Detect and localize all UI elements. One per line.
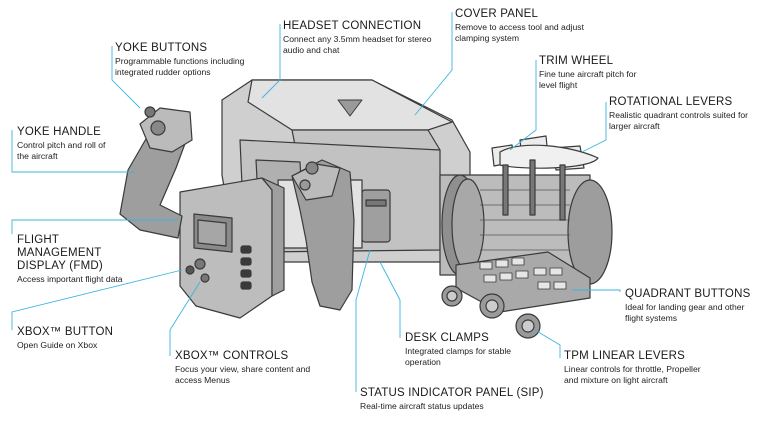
callout-headset-connection: HEADSET CONNECTION Connect any 3.5mm hea…: [283, 20, 438, 56]
callout-xbox-button: XBOX™ BUTTON Open Guide on Xbox: [17, 326, 137, 351]
callout-title: QUADRANT BUTTONS: [625, 288, 751, 300]
callout-title: XBOX™ BUTTON: [17, 326, 114, 338]
brand-logo-icon: [337, 99, 363, 117]
callout-desc: Integrated clamps for stable operation: [405, 346, 512, 367]
callout-title: TPM LINEAR LEVERS: [564, 350, 685, 362]
callout-rotational-levers: ROTATIONAL LEVERS Realistic quadrant con…: [609, 96, 754, 132]
callout-desc: Remove to access tool and adjust clampin…: [455, 22, 584, 43]
tpm-lever-knobs: [441, 285, 541, 339]
callout-desc: Access important flight data: [17, 274, 123, 284]
callout-desc: Linear controls for throttle, Propeller …: [564, 364, 701, 385]
sip-buttons: [240, 245, 252, 290]
callout-yoke-handle: YOKE HANDLE Control pitch and roll of th…: [17, 126, 117, 162]
callout-title: YOKE HANDLE: [17, 126, 102, 138]
callout-desc: Real-time aircraft status updates: [360, 401, 484, 411]
callout-desc: Realistic quadrant controls suited for l…: [609, 110, 749, 131]
desk-clamp: [361, 189, 391, 243]
callout-yoke-buttons: YOKE BUTTONS Programmable functions incl…: [115, 42, 265, 78]
leader-lines: [11, 12, 621, 392]
yoke-hat-switch-icon: [144, 106, 156, 118]
callout-title: STATUS INDICATOR PANEL (SIP): [360, 387, 544, 399]
callout-title: ROTATIONAL LEVERS: [609, 96, 733, 108]
callout-title: DESK CLAMPS: [405, 332, 490, 344]
callout-desk-clamps: DESK CLAMPS Integrated clamps for stable…: [405, 332, 515, 368]
callout-desc: Control pitch and roll of the aircraft: [17, 140, 106, 161]
callout-title: FLIGHT MANAGEMENT DISPLAY (FMD): [17, 234, 103, 272]
callout-title: XBOX™ CONTROLS: [175, 350, 289, 362]
rotational-levers: [491, 135, 599, 221]
callout-xbox-controls: XBOX™ CONTROLS Focus your view, share co…: [175, 350, 325, 386]
callout-sip: STATUS INDICATOR PANEL (SIP) Real-time a…: [360, 387, 580, 412]
callout-desc: Focus your view, share content and acces…: [175, 364, 311, 385]
callout-title: TRIM WHEEL: [539, 55, 614, 67]
callout-desc: Connect any 3.5mm headset for stereo aud…: [283, 34, 432, 55]
callout-title: HEADSET CONNECTION: [283, 20, 422, 32]
callout-trim-wheel: TRIM WHEEL Fine tune aircraft pitch for …: [539, 55, 649, 91]
xbox-button-icon: [185, 265, 195, 275]
callout-quadrant-buttons: QUADRANT BUTTONS Ideal for landing gear …: [625, 288, 750, 324]
callout-desc: Programmable functions including integra…: [115, 56, 245, 77]
callout-desc: Ideal for landing gear and other flight …: [625, 302, 745, 323]
callout-title: COVER PANEL: [455, 8, 539, 20]
callout-tpm-linear-levers: TPM LINEAR LEVERS Linear controls for th…: [564, 350, 704, 386]
callout-cover-panel: COVER PANEL Remove to access tool and ad…: [455, 8, 585, 44]
callout-desc: Fine tune aircraft pitch for level fligh…: [539, 69, 637, 90]
callout-desc: Open Guide on Xbox: [17, 340, 98, 350]
callout-fmd: FLIGHT MANAGEMENT DISPLAY (FMD) Access i…: [17, 234, 127, 285]
callout-title: YOKE BUTTONS: [115, 42, 208, 54]
